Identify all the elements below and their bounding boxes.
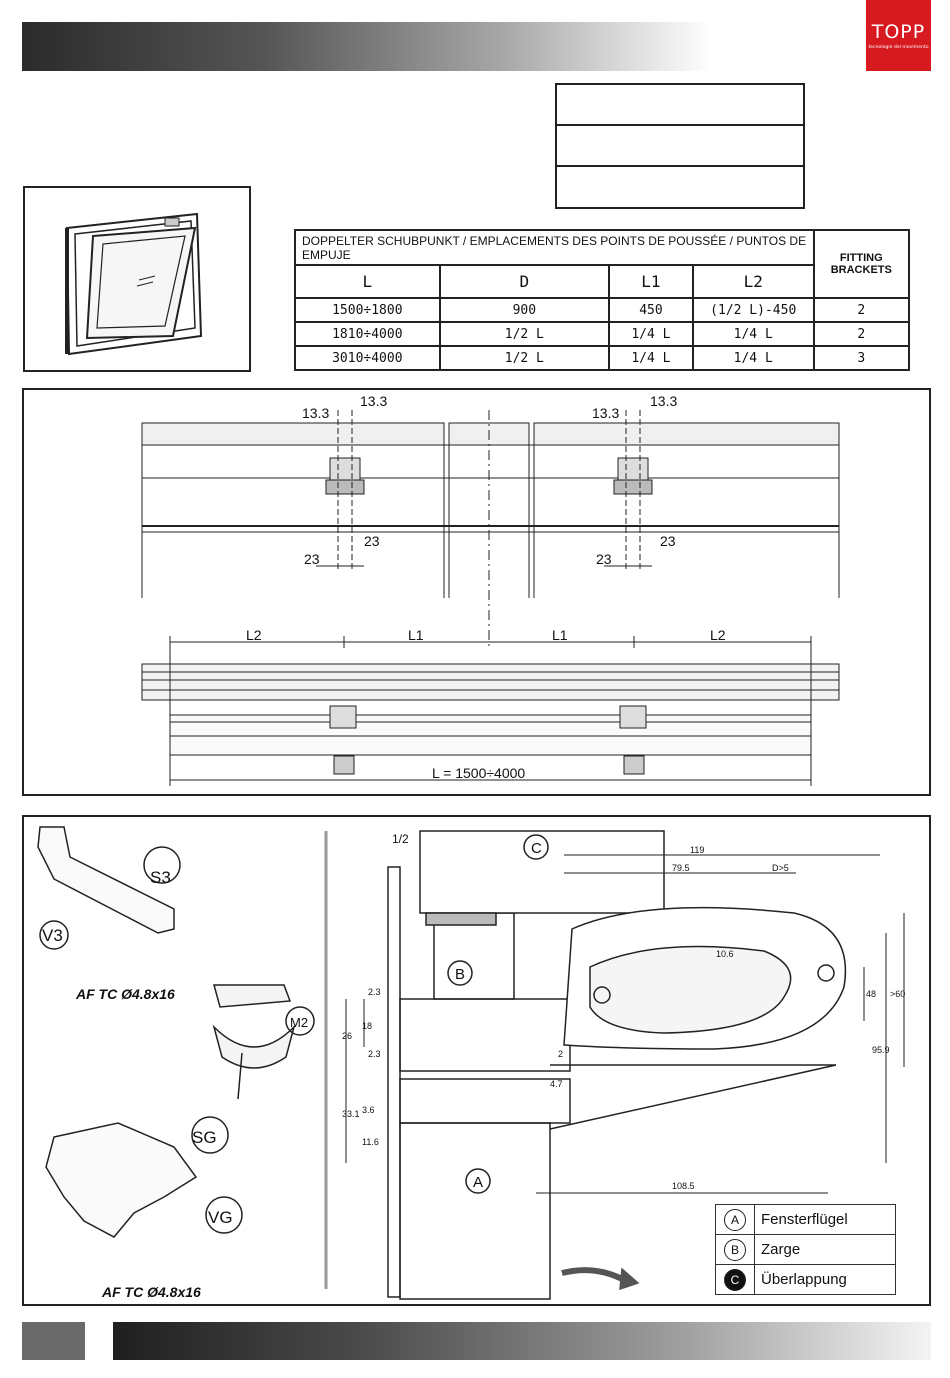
section-label-a: A: [473, 1174, 483, 1191]
installation-drawing-panel: 13.3 13.3 13.3 13.3 23 23 23 23 L2 L1 L1…: [22, 388, 931, 796]
cell-l: 1810÷4000: [294, 321, 441, 347]
legend-row: B Zarge: [715, 1234, 896, 1265]
part-vg-label: VG: [208, 1208, 233, 1227]
dim-gt-60: >60: [890, 989, 905, 999]
footer-bar: [113, 1322, 931, 1360]
cell-fitting: 2: [812, 321, 911, 347]
col-header-l2: L2: [691, 264, 815, 299]
dim-11-6: 11.6: [362, 1137, 379, 1147]
part-m2-label: M2: [290, 1015, 308, 1030]
legend-key-c: C: [724, 1268, 746, 1291]
col-header-l: L: [294, 264, 441, 299]
dim-79-5: 79.5: [672, 863, 690, 873]
part-s3-label: S3: [150, 868, 171, 887]
col-header-l1: L1: [607, 264, 694, 299]
title-block-row: [557, 167, 803, 208]
dim-23-right-a: 23: [660, 533, 676, 549]
brand-logo: TOPP tecnologie del movimento: [866, 0, 931, 71]
section-label-half: 1/2: [392, 832, 409, 846]
page-number-box: [22, 1322, 85, 1360]
dim-2: 2: [558, 1049, 563, 1059]
dim-2-3-top: 2.3: [368, 987, 381, 997]
table-row: 3010÷4000 1/2 L 1/4 L 1/4 L 3: [294, 345, 911, 371]
legend-row: A Fensterflügel: [715, 1204, 896, 1235]
dim-13-3-left-a: 13.3: [302, 405, 329, 421]
tilt-window-icon: [65, 212, 203, 356]
brand-name: TOPP: [871, 21, 926, 43]
dim-d-gt-5: D>5: [772, 863, 789, 873]
header-bar: [22, 22, 712, 71]
table-row: 1500÷1800 900 450 (1/2 L)-450 2: [294, 297, 911, 323]
installation-drawing: 13.3 13.3 13.3 13.3 23 23 23 23 L2 L1 L1…: [141, 393, 840, 786]
dim-18: 18: [362, 1021, 372, 1031]
dim-119: 119: [690, 845, 704, 855]
legend-text-b: Zarge: [754, 1234, 896, 1265]
table-title: DOPPELTER SCHUBPUNKT / EMPLACEMENTS DES …: [294, 229, 815, 266]
legend-text-c: Überlappung: [754, 1264, 896, 1295]
dim-13-3-left-b: 13.3: [360, 393, 387, 409]
legend-key-a: A: [724, 1208, 746, 1231]
dim-13-3-right-b: 13.3: [650, 393, 677, 409]
dim-13-3-right-a: 13.3: [592, 405, 619, 421]
legend: A Fensterflügel B Zarge C Überlappung: [715, 1204, 896, 1295]
screw-spec-top: AF TC Ø4.8x16: [75, 986, 175, 1002]
cell-l1: 1/4 L: [607, 345, 694, 371]
dim-2-3-bottom: 2.3: [368, 1049, 381, 1059]
cell-d: 1/2 L: [438, 345, 610, 371]
cell-d: 900: [438, 297, 610, 323]
window-illustration: [23, 186, 251, 372]
parts-section-panel: S3 V3 M2 SG VG AF TC Ø4.8x16 AF TC Ø4.8x…: [22, 815, 931, 1306]
dim-l1-left: L1: [408, 627, 424, 643]
dim-l2-left: L2: [246, 627, 262, 643]
title-block-row: [557, 126, 803, 167]
cell-l2: 1/4 L: [691, 321, 815, 347]
brand-tagline: tecnologie del movimento: [868, 45, 929, 50]
fitting-brackets-header: FITTING BRACKETS: [812, 229, 911, 299]
dim-l1-right: L1: [552, 627, 568, 643]
legend-key-b: B: [724, 1238, 746, 1261]
dim-23-left-a: 23: [364, 533, 380, 549]
screw-spec-bottom: AF TC Ø4.8x16: [101, 1284, 201, 1300]
cell-l2: (1/2 L)-450: [691, 297, 815, 323]
dim-23-right-b: 23: [596, 551, 612, 567]
legend-text-a: Fensterflügel: [754, 1204, 896, 1235]
cell-fitting: 2: [812, 297, 911, 323]
dim-10-6: 10.6: [716, 949, 734, 959]
part-sg-label: SG: [192, 1128, 217, 1147]
cell-fitting: 3: [812, 345, 911, 371]
dim-l2-right: L2: [710, 627, 726, 643]
dim-4-7: 4.7: [550, 1079, 563, 1089]
table-row: 1810÷4000 1/2 L 1/4 L 1/4 L 2: [294, 321, 911, 347]
push-points-table: DOPPELTER SCHUBPUNKT / EMPLACEMENTS DES …: [294, 229, 911, 371]
cell-l: 3010÷4000: [294, 345, 441, 371]
section-label-c: C: [531, 840, 542, 857]
title-block: [555, 83, 805, 209]
col-header-d: D: [438, 264, 610, 299]
part-v3-label: V3: [42, 926, 63, 945]
dim-33-1: 33.1: [342, 1109, 360, 1119]
length-label: L = 1500÷4000: [432, 765, 525, 781]
dim-26: 26: [342, 1031, 352, 1041]
dim-48: 48: [866, 989, 876, 999]
cell-d: 1/2 L: [438, 321, 610, 347]
cell-l2: 1/4 L: [691, 345, 815, 371]
dim-108-5: 108.5: [672, 1181, 695, 1191]
cell-l1: 450: [607, 297, 694, 323]
legend-row: C Überlappung: [715, 1264, 896, 1295]
section-label-b: B: [455, 966, 465, 983]
dim-95-9: 95.9: [872, 1045, 890, 1055]
title-block-row: [557, 85, 803, 126]
cell-l1: 1/4 L: [607, 321, 694, 347]
section-drawing: S3 V3 M2 SG VG AF TC Ø4.8x16 AF TC Ø4.8x…: [37, 826, 905, 1300]
dim-3-6: 3.6: [362, 1105, 375, 1115]
cell-l: 1500÷1800: [294, 297, 441, 323]
dim-23-left-b: 23: [304, 551, 320, 567]
